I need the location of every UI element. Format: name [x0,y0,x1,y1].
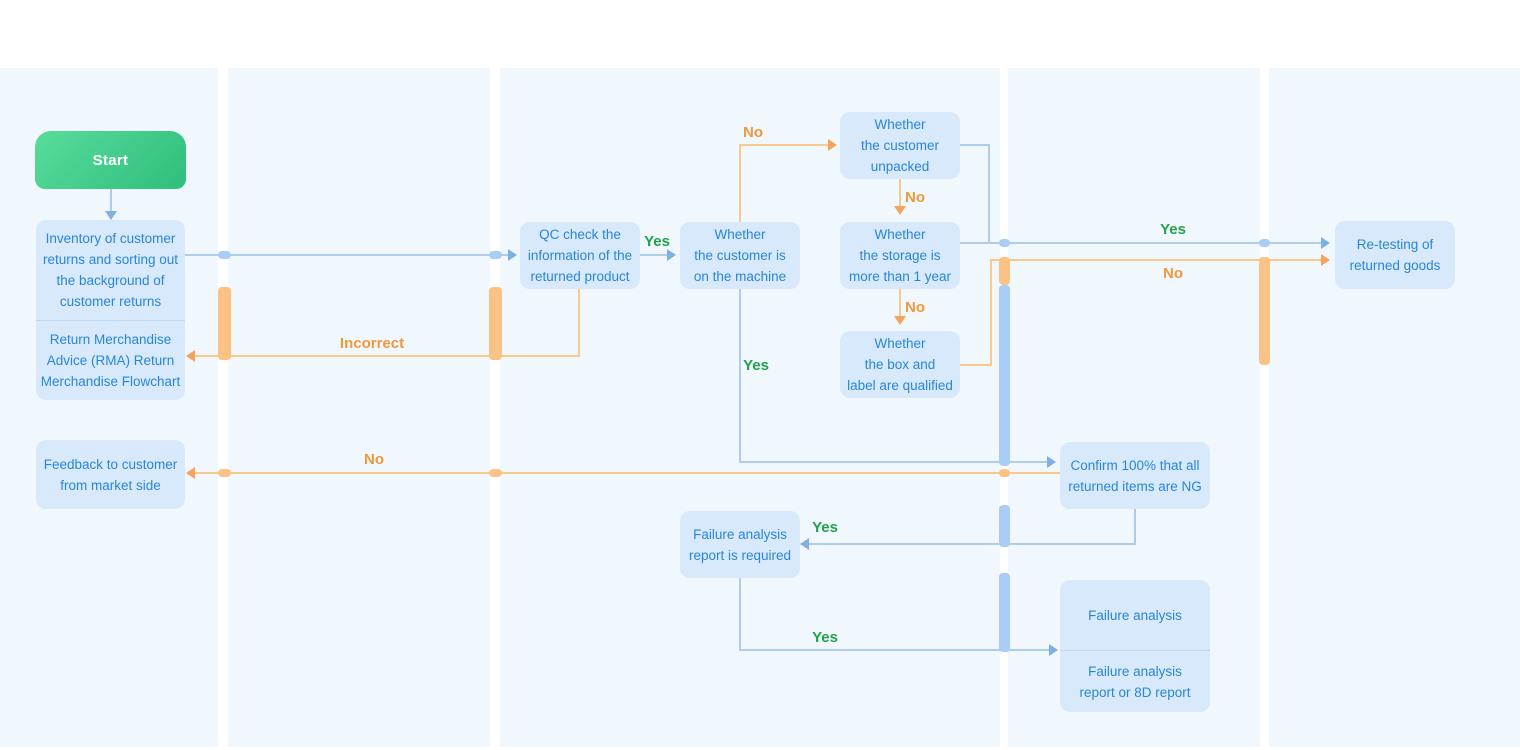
arrowhead [1321,237,1330,249]
arrowhead [105,211,117,220]
line-segment [990,260,992,366]
lane-crossing-marker [999,469,1010,477]
node-rma-flowchart[interactable]: Return Merchandise Advice (RMA) Return M… [36,320,185,400]
edge-label-no: No [905,299,925,316]
line-segment [960,364,992,366]
line-segment [739,145,741,222]
edge-label-no: No [364,451,384,468]
arrowhead [667,249,676,261]
edge-label-no: No [905,189,925,206]
line-segment [899,289,901,318]
node-customer-unpacked[interactable]: Whether the customer unpacked [840,112,960,179]
arrowhead [800,538,809,550]
arrowhead [894,206,906,215]
line-segment [739,289,741,462]
arrowhead [186,350,195,362]
lane-crossing-marker [218,251,231,259]
lane-crossing-marker [218,287,231,360]
node-box-label-qualified[interactable]: Whether the box and label are qualified [840,331,960,398]
line-segment [960,242,1323,244]
arrowhead [508,249,517,261]
lane-header-supply-chain[interactable]: Supply Chain Strategy and Development De… [247,9,471,52]
line-segment [1134,509,1136,545]
node-failure-analysis[interactable]: Failure analysis [1088,607,1182,623]
lane-header-fa[interactable]: FA [1124,22,1144,39]
edge-label-yes: Yes [1160,221,1186,238]
lane-crossing-marker [999,239,1010,247]
line-segment [578,289,580,356]
arrowhead [894,316,906,325]
node-failure-analysis-required[interactable]: Failure analysis report is required [680,511,800,578]
node-confirm-100-ng[interactable]: Confirm 100% that all returned items are… [1060,442,1210,509]
lane-supply-chain [228,68,490,747]
line-segment [739,649,1051,651]
arrowhead [828,139,837,151]
line-segment [899,179,901,208]
line-segment [110,189,112,212]
lane-crossing-marker [489,251,502,259]
line-segment [190,472,1060,474]
line-segment [739,461,1049,463]
lane-production [1269,68,1520,747]
edge-label-no: No [743,124,763,141]
lane-crossing-marker [999,257,1010,285]
lane-crossing-marker [1259,257,1270,365]
line-segment [190,355,580,357]
lane-crossing-marker [218,469,231,477]
node-failure-analysis-group: Failure analysis Failure analysis report… [1060,580,1210,712]
node-qc-check[interactable]: QC check the information of the returned… [520,222,640,289]
line-segment [960,144,990,146]
node-storage-more-than-1-year[interactable]: Whether the storage is more than 1 year [840,222,960,289]
lane-header-production[interactable]: Production Department [1307,22,1482,39]
line-segment [988,144,990,244]
edge-label-yes: Yes [644,233,670,250]
arrowhead [1047,456,1056,468]
lane-crossing-marker [999,573,1010,652]
lane-quality-development [500,68,1000,747]
lane-crossing-marker [999,285,1010,466]
line-segment [185,254,509,256]
lane-header-marketing-sales[interactable]: Marketing & Sales Department [33,9,185,52]
node-failure-analysis-report[interactable]: Failure analysis report or 8D report [1060,650,1210,712]
node-feedback-to-customer[interactable]: Feedback to customer from market side [36,440,185,509]
node-customer-on-machine[interactable]: Whether the customer is on the machine [680,222,800,289]
node-retesting-returned-goods[interactable]: Re-testing of returned goods [1335,221,1455,289]
lane-crossing-marker [489,287,502,360]
arrowhead [1321,254,1330,266]
node-inventory[interactable]: Inventory of customer returns and sortin… [42,231,179,309]
lane-crossing-marker [1259,239,1270,247]
node-start[interactable]: Start [35,131,186,189]
arrowhead [186,467,195,479]
line-segment [990,259,1323,261]
line-segment [739,144,830,146]
arrowhead [1049,644,1058,656]
edge-label-yes: Yes [812,519,838,536]
lane-crossing-marker [489,469,502,477]
edge-label-yes: Yes [812,629,838,646]
line-segment [640,254,670,256]
node-inventory-rma-group: Inventory of customer returns and sortin… [36,220,185,400]
edge-label-yes: Yes [743,357,769,374]
line-segment [804,543,1136,545]
lane-crossing-marker [999,505,1010,547]
edge-label-no: No [1163,265,1183,282]
lane-header-quality-development[interactable]: Quality Development Department [625,22,875,39]
line-segment [739,578,741,650]
edge-label-incorrect: Incorrect [339,335,405,352]
